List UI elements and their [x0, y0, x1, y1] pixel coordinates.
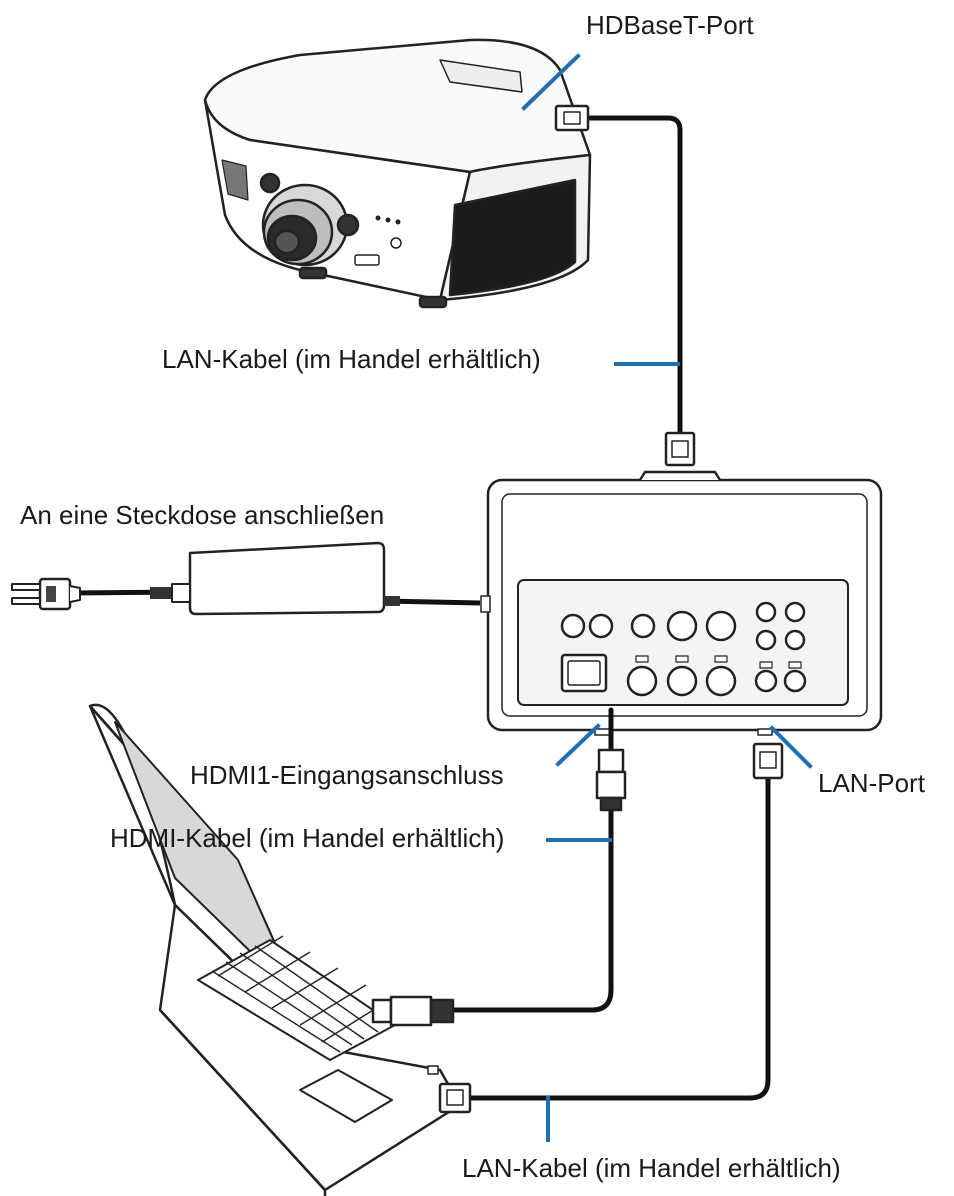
leader-hdbaset-port: [521, 53, 581, 111]
hdbaset-transmitter: [480, 470, 883, 736]
laptop: [88, 703, 462, 1196]
lan-cable-bottom: [469, 775, 771, 1101]
label-power-outlet: An eine Steckdose anschließen: [20, 500, 385, 530]
label-hdmi1-input: HDMI1-Eingangsanschluss: [190, 760, 504, 790]
label-lan-port: LAN-Port: [818, 768, 925, 798]
projector: [203, 38, 592, 309]
leader-hdmi1-input: [555, 723, 601, 767]
label-lan-cable-bottom: LAN-Kabel (im Handel erhältlich): [462, 1153, 841, 1183]
leader-lan-port: [769, 725, 813, 769]
connectors: [371, 104, 784, 1114]
leader-lines: [521, 53, 813, 1142]
label-hdmi-cable: HDMI-Kabel (im Handel erhältlich): [110, 823, 505, 853]
lan-cable-top: [585, 115, 683, 438]
label-lan-cable-top: LAN-Kabel (im Handel erhältlich): [162, 344, 541, 374]
label-hdbaset-port: HDBaseT-Port: [586, 10, 754, 40]
cables: [452, 115, 771, 1101]
hdmi-cable: [452, 707, 614, 1013]
power-adapter: [11, 541, 481, 616]
